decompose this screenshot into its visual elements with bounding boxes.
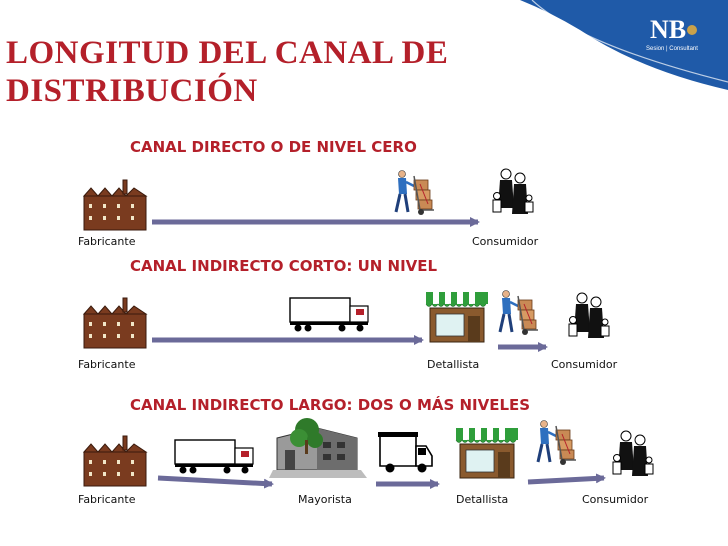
logo-seal-icon	[687, 25, 697, 35]
hand-truck-worker-icon-1	[394, 169, 436, 217]
arrow-3c	[527, 473, 606, 485]
consumers-icon-2	[568, 292, 610, 339]
logo-mark: NB	[650, 15, 686, 44]
store-icon-2	[425, 291, 489, 343]
hand-truck-worker-icon-3	[536, 419, 578, 467]
consumers-icon-1	[492, 168, 534, 215]
label-consumidor-1: Consumidor	[472, 235, 539, 248]
heading-short: CANAL INDIRECTO CORTO: UN NIVEL	[130, 257, 438, 275]
label-fabricante-3: Fabricante	[78, 493, 136, 506]
warehouse-icon-3	[268, 417, 368, 479]
label-consumidor-2: Consumidor	[551, 358, 618, 371]
page-title: LONGITUD DEL CANAL DE DISTRIBUCIÓN	[6, 35, 449, 109]
factory-icon-1	[83, 179, 147, 231]
heading-long: CANAL INDIRECTO LARGO: DOS O MÁS NIVELES	[130, 396, 531, 414]
arrow-3a	[157, 475, 274, 489]
label-detallista-2: Detallista	[427, 358, 480, 371]
factory-icon-2	[83, 297, 147, 349]
factory-icon-3	[83, 435, 147, 487]
store-icon-3	[455, 427, 519, 479]
hand-truck-worker-icon-2	[498, 289, 540, 337]
logo-tagline: Sesion | Consultant	[646, 46, 698, 52]
label-detallista-3: Detallista	[456, 493, 509, 506]
consumers-icon-3	[612, 430, 654, 477]
truck-icon-3	[174, 439, 254, 475]
logo: NB Sesion | Consultant	[520, 0, 728, 90]
heading-direct: CANAL DIRECTO O DE NIVEL CERO	[130, 138, 417, 156]
label-consumidor-3: Consumidor	[582, 493, 649, 506]
label-fabricante-2: Fabricante	[78, 358, 136, 371]
truck-icon-2	[289, 297, 369, 333]
van-icon-3	[377, 431, 433, 474]
label-fabricante-1: Fabricante	[78, 235, 136, 248]
label-mayorista-3: Mayorista	[298, 493, 352, 506]
